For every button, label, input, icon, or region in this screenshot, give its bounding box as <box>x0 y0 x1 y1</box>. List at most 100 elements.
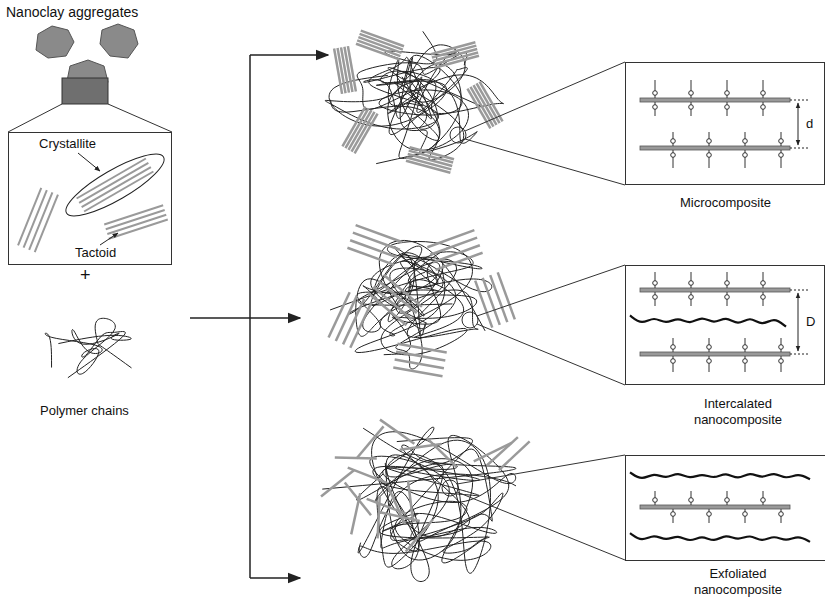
clay-platelet <box>427 438 457 467</box>
part-label: Microcomposite <box>680 195 771 211</box>
clay-platelet <box>467 89 490 129</box>
clay-layer <box>640 98 790 102</box>
surfactant-head <box>671 512 676 517</box>
clay-platelet <box>104 205 163 224</box>
clay-platelet <box>24 190 47 247</box>
surfactant-head <box>725 295 730 300</box>
clay-platelet <box>77 159 146 199</box>
surfactant-head <box>707 139 712 144</box>
clay-platelet <box>474 443 512 461</box>
clay-platelet <box>355 114 378 154</box>
surfactant-head <box>779 359 784 364</box>
clay-platelet <box>400 444 442 450</box>
clay-platelet <box>408 480 413 522</box>
clay-platelet <box>107 215 166 234</box>
clay-platelet <box>321 470 354 496</box>
surfactant-head <box>779 512 784 517</box>
polymer-chain <box>322 427 516 569</box>
figure-label: Nanoclay aggregates <box>6 4 138 22</box>
surfactant-head <box>779 139 784 144</box>
surfactant-head <box>761 295 766 300</box>
clay-platelet <box>433 245 480 262</box>
clay-platelet <box>353 233 400 250</box>
polymer-chain <box>331 53 504 160</box>
clay-platelet <box>490 275 507 322</box>
polymer-chain <box>68 318 132 377</box>
clay-platelet <box>396 352 445 361</box>
inset-box: D <box>625 265 825 385</box>
clay-platelet <box>427 230 474 247</box>
surfactant-head <box>743 345 748 350</box>
clay-platelet <box>357 40 400 56</box>
part-label: Exfoliated nanocomposite <box>668 566 808 599</box>
surfactant-head <box>725 91 730 96</box>
surfactant-head <box>671 139 676 144</box>
leader-lines <box>78 153 118 245</box>
clay-platelet <box>35 195 58 252</box>
clay-platelet <box>350 240 397 257</box>
surfactant-head <box>689 281 694 286</box>
clay-platelet <box>84 171 153 211</box>
zoom-window <box>62 78 108 104</box>
clay-platelets <box>321 31 530 552</box>
surfactant-head <box>671 359 676 364</box>
inset-box: d <box>625 62 825 185</box>
surfactant-head <box>743 139 748 144</box>
surfactant-head <box>779 153 784 158</box>
surfactant-head <box>653 295 658 300</box>
callout-label: Crystallite <box>39 136 96 152</box>
clay-platelet <box>336 296 357 341</box>
clay-platelet <box>436 253 483 270</box>
clay-platelet <box>430 238 477 255</box>
process-arrows <box>190 55 328 578</box>
surfactant-head <box>707 345 712 350</box>
clay-platelet <box>393 367 442 376</box>
clay-platelet <box>498 272 515 319</box>
inset-details <box>630 80 810 542</box>
clay-platelet <box>406 520 433 552</box>
dimension-marks <box>790 100 808 354</box>
polymer-chain <box>45 330 131 368</box>
polymer-chain <box>630 315 786 326</box>
surfactant-head <box>779 345 784 350</box>
surfactant-head <box>671 153 676 158</box>
clay-platelet <box>483 278 500 325</box>
zoom-lines <box>442 62 625 560</box>
surfactant-head <box>707 512 712 517</box>
surfactant-head <box>689 105 694 110</box>
clay-platelets <box>18 159 168 253</box>
surfactant-head <box>689 91 694 96</box>
clay-layer <box>640 505 790 509</box>
clay-platelet <box>343 299 364 344</box>
surfactant-head <box>743 359 748 364</box>
clay-layer <box>640 146 790 150</box>
clay-platelet <box>435 56 479 68</box>
clay-platelet <box>350 302 371 347</box>
polymer-chain <box>356 257 478 355</box>
surfactant-head <box>743 153 748 158</box>
clay-layer <box>640 288 790 292</box>
surfactant-head <box>761 91 766 96</box>
callout-label: Tactoid <box>75 245 116 261</box>
polymer-chain <box>630 472 810 479</box>
clay-platelet <box>329 292 350 337</box>
surfactant-head <box>725 105 730 110</box>
dimension-label: d <box>806 116 813 132</box>
surfactant-head <box>743 512 748 517</box>
part-label: Intercalated nanocomposite <box>668 396 808 429</box>
clay-platelet <box>358 37 401 53</box>
plus-sign: + <box>80 264 91 287</box>
polymer-chain <box>325 55 468 150</box>
surfactant-head <box>671 345 676 350</box>
clay-platelet <box>18 188 41 245</box>
surfactant-head <box>707 359 712 364</box>
clay-platelet <box>397 344 446 353</box>
clay-platelet <box>356 44 399 60</box>
clay-platelet <box>406 161 450 173</box>
clay-platelet <box>79 163 148 203</box>
clay-layer <box>640 352 790 356</box>
surfactant-head <box>653 91 658 96</box>
clay-platelet <box>368 293 406 325</box>
